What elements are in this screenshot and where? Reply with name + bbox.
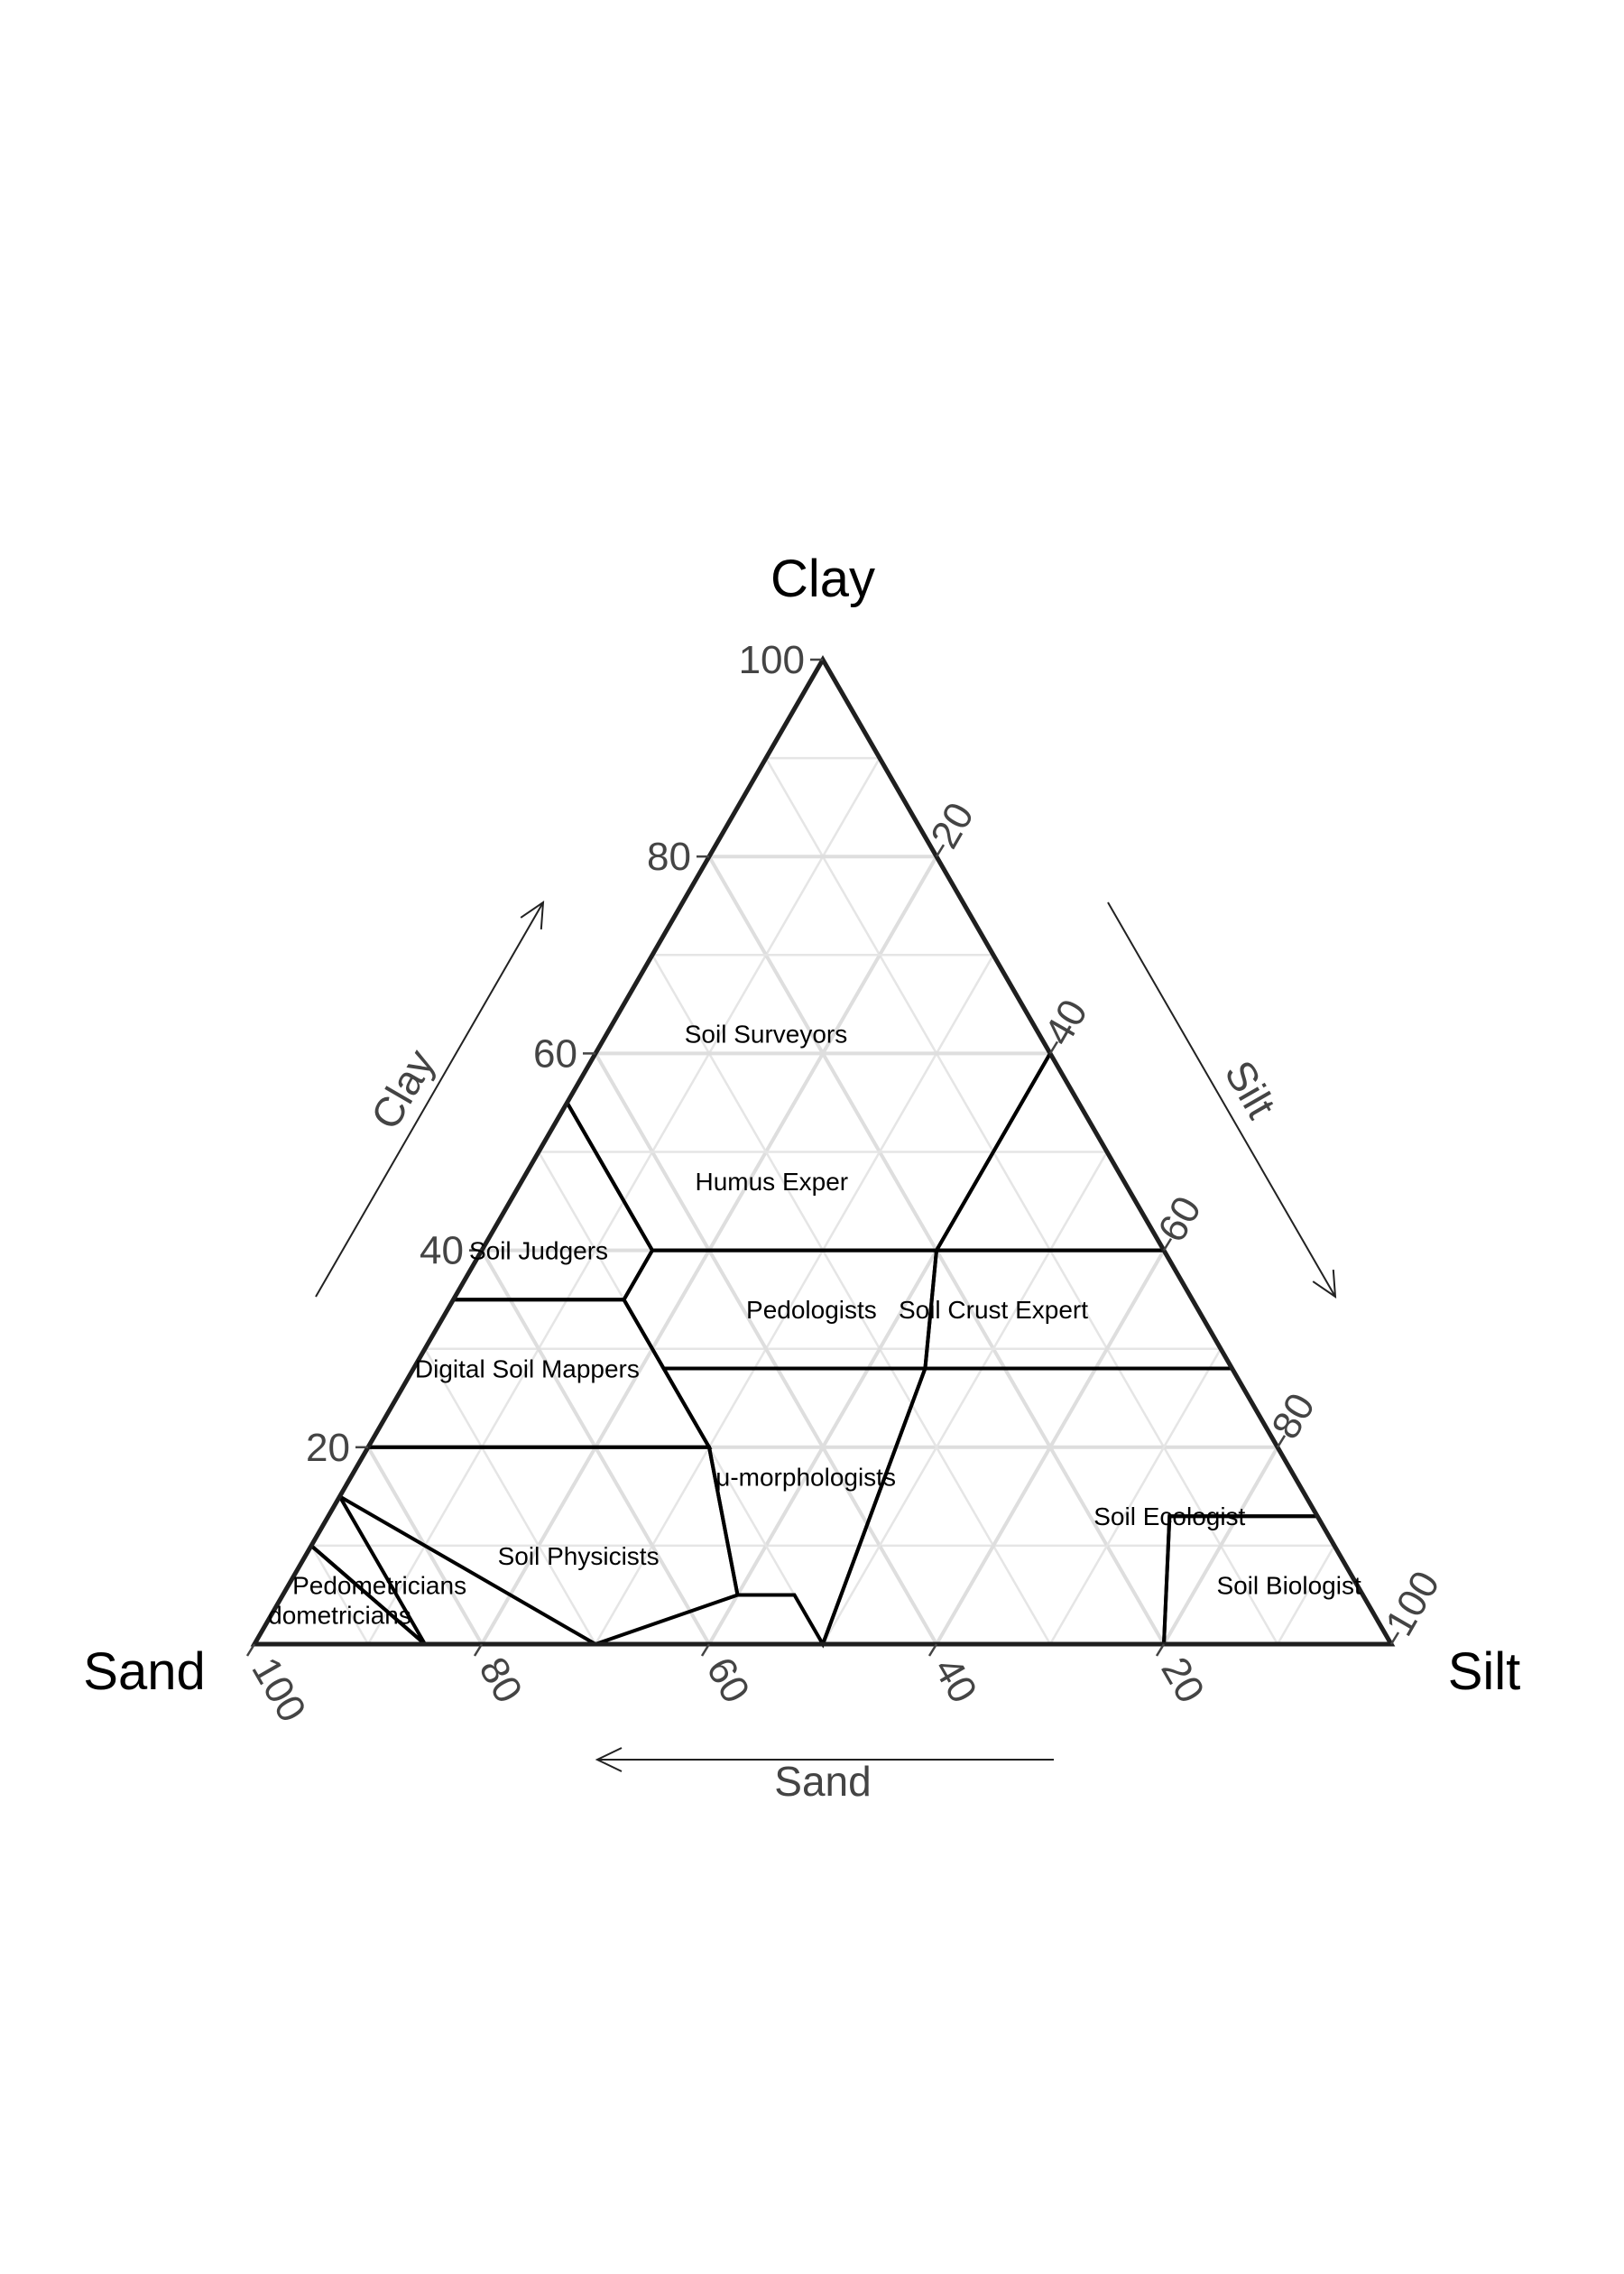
region-label-soil-physicists: Soil Physicists [498, 1542, 660, 1570]
axis-title-clay: Clay [362, 1041, 444, 1137]
region-label-soil-surveyors: Soil Surveyors [685, 1021, 848, 1049]
triangle-frame [250, 655, 1396, 1647]
region-morphologists [660, 1366, 928, 1649]
region-soil-judgers [450, 1098, 655, 1302]
tick-label-clay-60: 60 [533, 1031, 577, 1076]
tick-label-clay-80: 80 [647, 835, 691, 879]
tick-label-sand-100: 100 [243, 1650, 314, 1730]
grid-line-sand-70 [423, 1348, 597, 1645]
region-label-digital-soil-mappers: Digital Soil Mappers [415, 1355, 640, 1383]
tick-mark-sand-60 [700, 1643, 711, 1657]
tick-mark-sand-20 [1155, 1643, 1166, 1657]
tick-label-sand-60: 60 [697, 1650, 758, 1711]
region-label-pedologists: Pedologists [746, 1296, 877, 1324]
arrow-sand-head [595, 1747, 623, 1772]
sand-axis-arrow [595, 1747, 1054, 1772]
grid-line-silt-30 [594, 954, 995, 1645]
tick-mark-silt-20 [935, 844, 946, 857]
vertex-label-silt: Silt [1448, 1642, 1521, 1701]
tick-label-clay-20: 20 [306, 1426, 350, 1470]
vertex-label-sand: Sand [83, 1642, 205, 1701]
region-label-soil-biologist: Soil Biologist [1216, 1572, 1361, 1600]
grid-line-silt-60 [935, 1249, 1166, 1646]
arrow-silt-head [1312, 1270, 1337, 1299]
region-label-pedometricians: Pedometricians [292, 1572, 466, 1600]
tick-label-sand-40: 40 [925, 1650, 985, 1711]
region-label-soil-ecologist: Soil Ecologist [1093, 1502, 1245, 1530]
tick-mark-silt-40 [1048, 1040, 1059, 1055]
arrow-clay-line [315, 901, 544, 1298]
tick-mark-sand-40 [927, 1643, 938, 1657]
grid-line-sand-90 [309, 1545, 370, 1645]
tick-mark-sand-80 [473, 1643, 484, 1657]
arrow-silt-line [1107, 901, 1336, 1298]
tick-label-clay-100: 100 [739, 638, 805, 682]
tick-label-silt-100: 100 [1377, 1564, 1448, 1643]
tick-mark-silt-60 [1162, 1237, 1173, 1252]
grid-line-silt-50 [821, 1151, 1109, 1645]
silt-axis-arrow [1107, 901, 1337, 1299]
grid-line-silt-90 [1276, 1545, 1336, 1645]
tick-mark-sand-100 [245, 1643, 256, 1657]
region-label-dometricians: dometricians [268, 1601, 411, 1629]
grid-line-sand-30 [651, 954, 1052, 1645]
axis-title-sand: Sand [774, 1758, 871, 1805]
clay-axis-arrow [315, 901, 545, 1298]
tick-mark-silt-80 [1276, 1435, 1287, 1448]
region-label-morphologists: μ-morphologists [715, 1464, 896, 1492]
arrow-clay-head [520, 901, 545, 929]
tick-label-clay-40: 40 [420, 1229, 464, 1273]
grid-line-sand-10 [764, 757, 1279, 1645]
region-label-soil-judgers: Soil Judgers [469, 1237, 608, 1265]
vertex-label-clay: Clay [770, 550, 875, 608]
tick-mark-silt-100 [1389, 1632, 1400, 1645]
grid-line-silt-80 [1162, 1446, 1279, 1646]
axis-title-silt: Silt [1215, 1052, 1285, 1126]
region-label-humus-exper: Humus Exper [695, 1168, 848, 1196]
grid-line-silt-70 [1048, 1348, 1223, 1645]
tick-label-sand-80: 80 [470, 1650, 531, 1711]
tick-label-sand-20: 20 [1152, 1650, 1213, 1711]
region-label-soil-crust-expert: Soil Crust Expert [899, 1296, 1088, 1324]
